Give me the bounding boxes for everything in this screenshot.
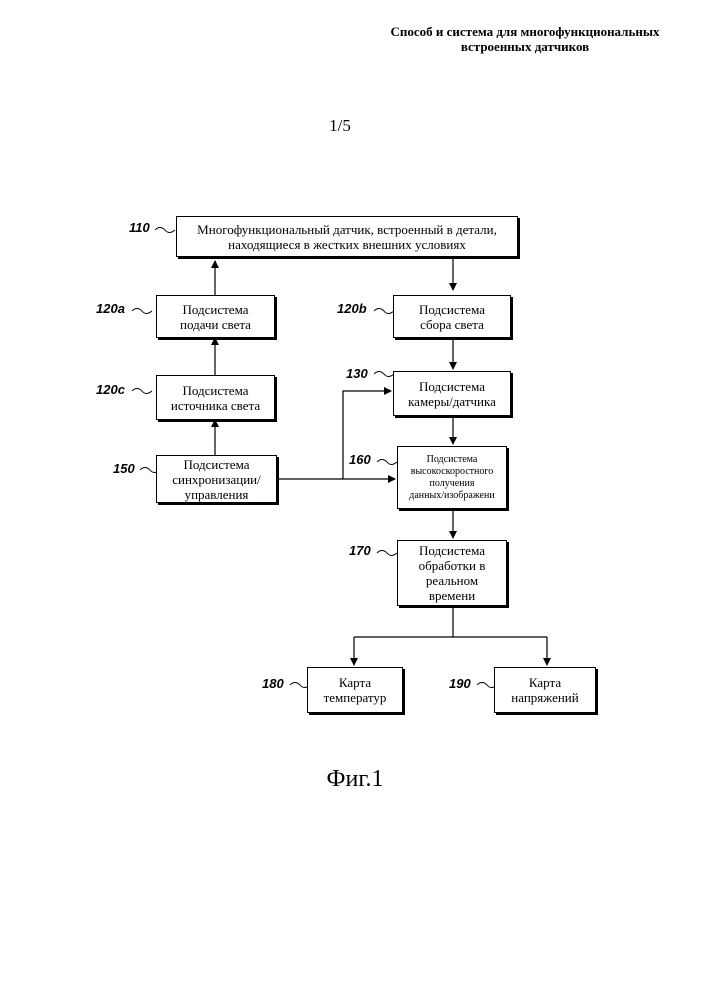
leader-170 (377, 551, 397, 556)
ref-120c: 120c (96, 382, 125, 397)
box-190-stress-map: Карта напряжений (494, 667, 596, 713)
box-170-line-2: обработки в (419, 558, 486, 573)
box-120a-light-delivery: Подсистема подачи света (156, 295, 275, 338)
ref-150: 150 (113, 461, 135, 476)
box-160-line-3: получения (409, 478, 494, 490)
box-160-high-speed-acquisition: Подсистема высокоскоростного получения д… (397, 446, 507, 509)
box-120a-line-1: Подсистема (180, 302, 251, 317)
box-110-line-2: находящиеся в жестких внешних условиях (197, 237, 497, 252)
box-120c-light-source: Подсистема источника света (156, 375, 275, 420)
box-120b-line-1: Подсистема (419, 302, 485, 317)
ref-170: 170 (349, 543, 371, 558)
ref-130: 130 (346, 366, 368, 381)
box-130-camera-sensor: Подсистема камеры/датчика (393, 371, 511, 416)
ref-120b: 120b (337, 301, 367, 316)
ref-110: 110 (129, 220, 150, 235)
box-180-line-2: температур (324, 690, 387, 705)
leader-130 (374, 372, 394, 377)
box-150-line-2: синхронизации/ (172, 472, 261, 487)
box-130-line-1: Подсистема (408, 379, 496, 394)
box-170-line-3: реальном (419, 573, 486, 588)
ref-120a: 120a (96, 301, 125, 316)
ref-180: 180 (262, 676, 284, 691)
box-120c-line-1: Подсистема (171, 383, 260, 398)
box-190-line-1: Карта (511, 675, 578, 690)
box-130-line-2: камеры/датчика (408, 394, 496, 409)
box-110-multifunctional-sensor: Многофункциональный датчик, встроенный в… (176, 216, 518, 257)
box-160-line-1: Подсистема (409, 454, 494, 466)
figure-caption: Фиг.1 (300, 766, 410, 793)
box-170-line-4: времени (419, 588, 486, 603)
box-190-line-2: напряжений (511, 690, 578, 705)
box-180-line-1: Карта (324, 675, 387, 690)
box-150-line-3: управления (172, 487, 261, 502)
box-120a-line-2: подачи света (180, 317, 251, 332)
box-170-line-1: Подсистема (419, 543, 486, 558)
box-160-line-2: высокоскоростного (409, 466, 494, 478)
leader-120b (374, 309, 394, 314)
ref-190: 190 (449, 676, 471, 691)
ref-160: 160 (349, 452, 371, 467)
leader-120c (132, 389, 152, 394)
leader-120a (132, 309, 152, 314)
box-150-sync-control: Подсистема синхронизации/ управления (156, 455, 277, 503)
box-110-line-1: Многофункциональный датчик, встроенный в… (197, 222, 497, 237)
box-170-realtime-processing: Подсистема обработки в реальном времени (397, 540, 507, 606)
box-120b-light-collection: Подсистема сбора света (393, 295, 511, 338)
box-160-line-4: данных/изображени (409, 490, 494, 502)
box-120b-line-2: сбора света (419, 317, 485, 332)
leader-110 (155, 228, 175, 233)
box-180-temperature-map: Карта температур (307, 667, 403, 713)
box-150-line-1: Подсистема (172, 457, 261, 472)
leader-160 (377, 460, 397, 465)
box-120c-line-2: источника света (171, 398, 260, 413)
